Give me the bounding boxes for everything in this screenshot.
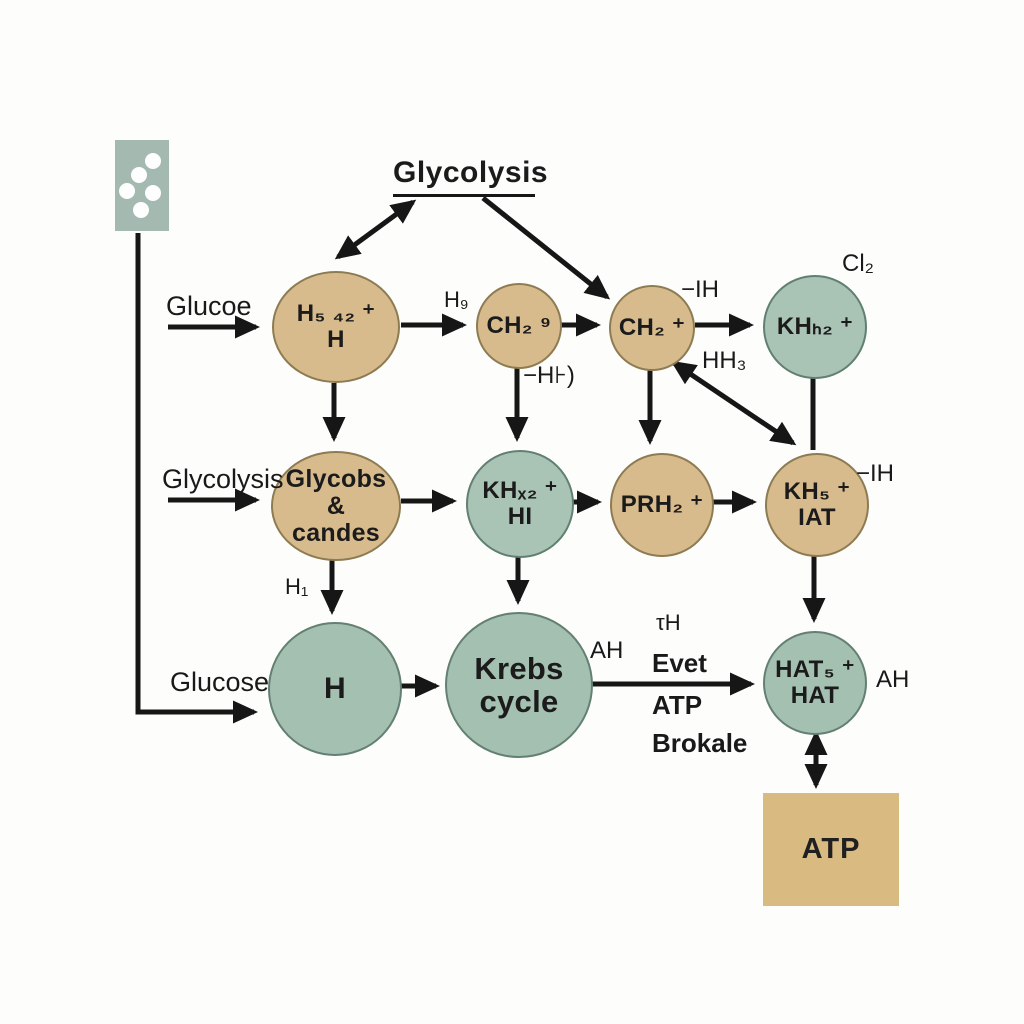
label-ah-krebs: AH — [590, 637, 624, 664]
atp-box-label: ATP — [801, 833, 861, 865]
label-hh3: HH₃ — [702, 347, 747, 374]
node-hat-line2: HAT — [790, 682, 840, 709]
node-kh-x2-line2: HI — [507, 503, 533, 530]
label-h9: H₉ — [444, 287, 469, 312]
node-kh5: KH₅ ⁺ IAT — [765, 453, 869, 557]
node-prh2-line1: PRH₂ ⁺ — [620, 491, 704, 519]
label-minus-ih-top: −IH — [681, 276, 720, 303]
label-minus-hf: −H⊦) — [523, 362, 575, 389]
atp-box: ATP — [763, 793, 899, 906]
node-glycobs: Glycobs & candes — [271, 451, 401, 561]
node-glycobs-line1: Glycobs — [285, 464, 387, 493]
label-brokale: Brokale — [652, 728, 748, 758]
node-krebs-cycle: Krebs cycle — [445, 612, 593, 758]
node-kh-x2-line1: KHₓ₂ ⁺ — [482, 477, 558, 505]
node-krebs-line1: Krebs — [474, 650, 564, 686]
node-prh2: PRH₂ ⁺ — [610, 453, 714, 557]
arrow-title-hexose-double — [334, 199, 417, 260]
node-h-line1: H — [324, 671, 346, 705]
node-h: H — [268, 622, 402, 756]
label-glucose: Glucose — [170, 667, 270, 697]
arrow-title-to-ch2plus — [481, 196, 611, 300]
node-ch2-plus-line1: CH₂ ⁺ — [618, 314, 686, 342]
arrow-ch2plus-kh5-double — [670, 360, 797, 446]
label-minus-ih-mid: −IH — [856, 460, 895, 487]
label-glycolysis-row2: Glycolysis — [162, 464, 284, 494]
node-ch2-plus: CH₂ ⁺ — [609, 285, 695, 371]
label-cl2: Cl₂ — [842, 250, 874, 277]
label-ah-hat: AH — [876, 666, 910, 693]
node-kh5-line1: KH₅ ⁺ — [783, 478, 851, 506]
node-kh5-line2: IAT — [798, 504, 836, 531]
node-hexose-line1: H₅ ₄₂ ⁺ — [296, 300, 376, 328]
label-h1: H₁ — [285, 574, 309, 599]
label-glucoe: Glucoe — [166, 291, 252, 321]
node-glycobs-line2: & — [326, 491, 346, 520]
label-atp-word: ATP — [652, 690, 703, 720]
node-hat: HAT₅ ⁺ HAT — [763, 631, 867, 735]
node-hat-line1: HAT₅ ⁺ — [775, 656, 855, 684]
node-kh-h2: KHₕ₂ ⁺ — [763, 275, 867, 379]
diagram-title: Glycolysis — [393, 156, 548, 197]
node-glycobs-line3: candes — [292, 518, 380, 547]
arrow-icon-to-h-elbow — [135, 233, 259, 724]
node-hexose: H₅ ₄₂ ⁺ H — [272, 271, 400, 383]
node-kh-h2-line1: KHₕ₂ ⁺ — [776, 313, 854, 341]
label-th: τH — [656, 610, 681, 635]
node-krebs-line2: cycle — [479, 684, 559, 719]
molecule-icon — [115, 140, 169, 231]
node-kh-x2: KHₓ₂ ⁺ HI — [466, 450, 574, 558]
node-ch2-9-line1: CH₂ ⁹ — [486, 312, 552, 340]
node-hexose-line2: H — [327, 326, 345, 353]
label-evet: Evet — [652, 648, 707, 678]
node-ch2-9: CH₂ ⁹ — [476, 283, 562, 369]
